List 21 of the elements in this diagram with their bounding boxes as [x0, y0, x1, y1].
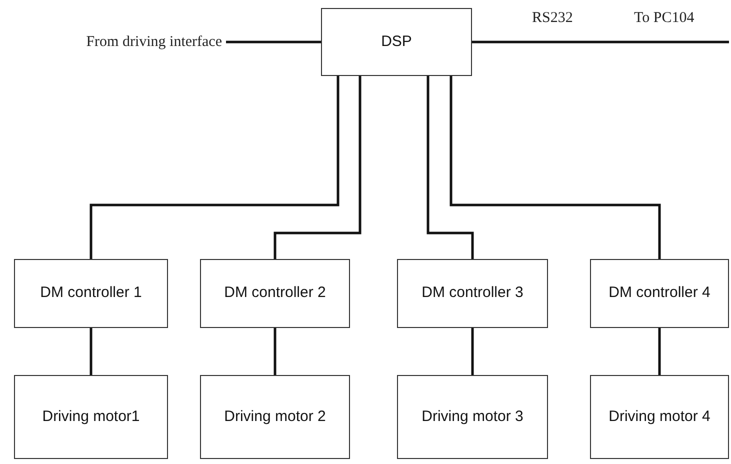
connector-line: [90, 328, 92, 375]
component-box: DM controller 3: [397, 259, 548, 328]
component-box: Driving motor 2: [200, 375, 350, 459]
component-box: DM controller 4: [590, 259, 729, 328]
connector-line: [472, 40, 729, 44]
connector-line: [90, 76, 340, 259]
component-box: Driving motor 3: [397, 375, 548, 459]
component-box: DM controller 1: [14, 259, 168, 328]
connector-line: [450, 76, 661, 259]
component-box: Driving motor 4: [590, 375, 729, 459]
destination-label: To PC104: [634, 11, 694, 26]
component-box: Driving motor1: [14, 375, 168, 459]
component-box: DM controller 2: [200, 259, 350, 328]
connector-line: [274, 328, 276, 375]
connector-line: [226, 40, 321, 44]
connector-line: [471, 328, 474, 375]
processor-box: DSP: [321, 8, 472, 76]
input-label: From driving interface: [30, 32, 222, 52]
connector-line: [426, 76, 474, 259]
connector-line: [658, 328, 661, 375]
connector-line: [274, 76, 362, 259]
